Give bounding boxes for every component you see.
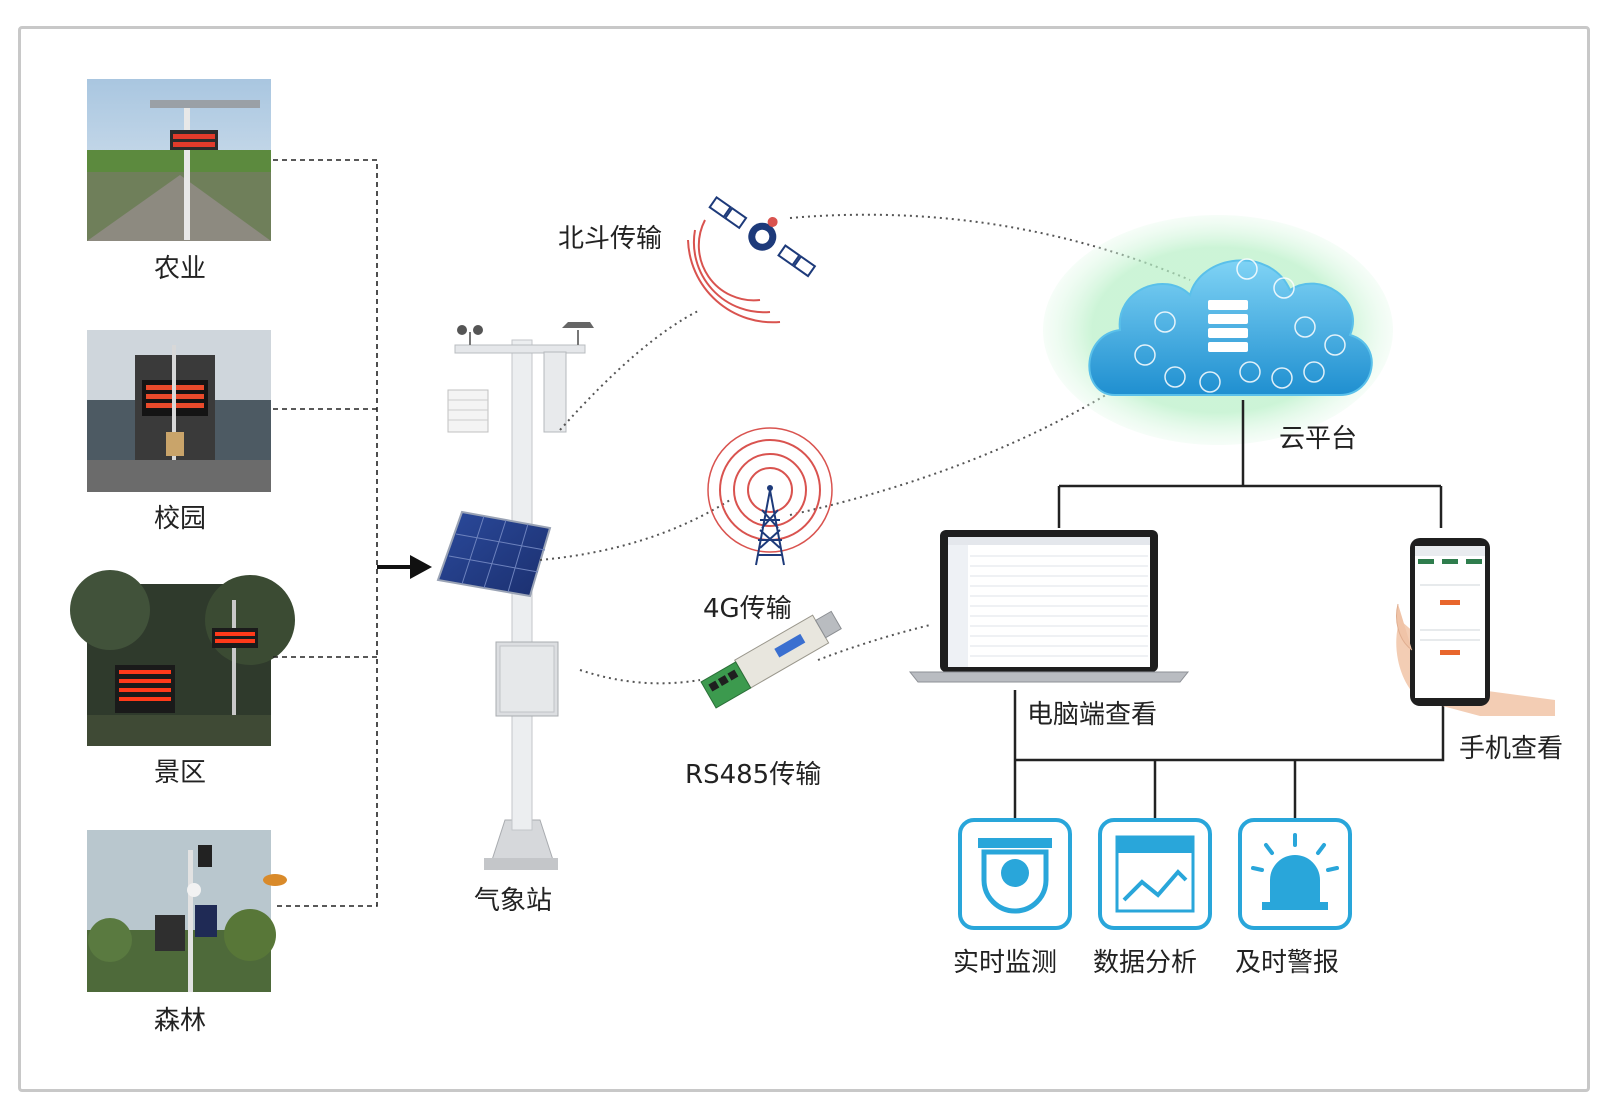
alarm-icon [1238, 818, 1352, 930]
cloud-platform-icon [1043, 215, 1393, 445]
pc-view-label: 电脑端查看 [1027, 700, 1158, 730]
bracket-arrow [377, 555, 432, 579]
rs485-adapter-icon [700, 610, 842, 709]
function-label-analysis: 数据分析 [1093, 948, 1198, 978]
function-label-alarm: 及时警报 [1235, 948, 1340, 978]
tower-icon [707, 427, 833, 566]
laptop-icon [908, 530, 1190, 683]
scenario-label-agriculture: 农业 [154, 254, 207, 284]
scenario-label-scenic: 景区 [154, 758, 207, 788]
link-lines [539, 213, 1191, 685]
station-label: 气象站 [474, 886, 553, 916]
photo-forest [87, 830, 287, 992]
photo-agriculture [87, 79, 271, 241]
camera-icon [958, 818, 1072, 930]
weather-station [436, 322, 594, 870]
phone-icon [1396, 538, 1555, 716]
photo-campus [87, 330, 271, 492]
rs485-label: RS485传输 [685, 760, 822, 790]
scenario-label-forest: 森林 [154, 1006, 207, 1036]
scenario-label-campus: 校园 [154, 504, 207, 534]
diagram-frame [18, 26, 1590, 1092]
function-label-monitor: 实时监测 [953, 948, 1058, 978]
mobile-view-label: 手机查看 [1459, 734, 1564, 764]
chart-icon [1098, 818, 1212, 930]
scenario-bracket [273, 159, 378, 907]
satellite-icon [687, 196, 817, 324]
beidou-label: 北斗传输 [558, 224, 663, 254]
cloud-label: 云平台 [1279, 424, 1358, 454]
photo-scenic [70, 570, 295, 746]
tree-lines [1013, 400, 1445, 820]
g4-label: 4G传输 [703, 594, 792, 624]
